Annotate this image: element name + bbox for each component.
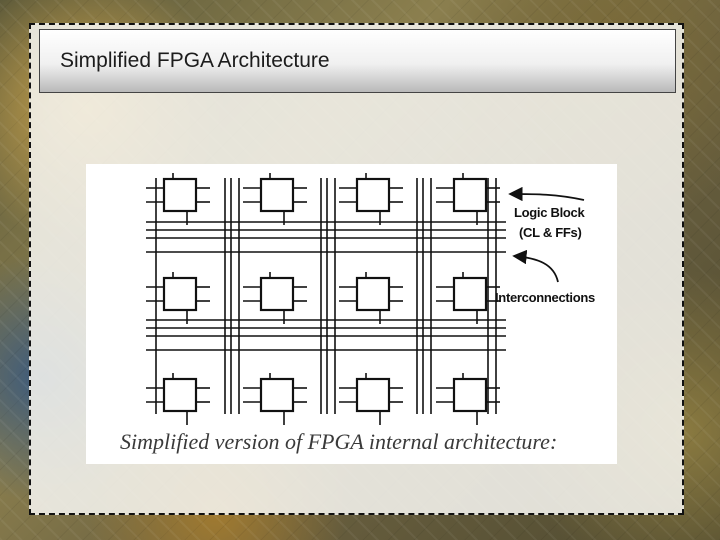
logic-block-sublabel: (CL & FFs) — [519, 225, 582, 240]
fpga-figure: Logic Block (CL & FFs) Interconnections … — [86, 164, 617, 464]
logic-block — [452, 276, 488, 312]
interconnections-label: Interconnections — [495, 290, 595, 305]
slide-title: Simplified FPGA Architecture — [60, 49, 330, 72]
logic-block — [162, 177, 198, 213]
logic-block-label: Logic Block — [514, 205, 585, 220]
interconnect-wires — [146, 173, 506, 425]
logic-block — [452, 177, 488, 213]
logic-block — [259, 377, 295, 413]
logic-block — [162, 377, 198, 413]
logic-block — [355, 276, 391, 312]
figure-caption: Simplified version of FPGA internal arch… — [120, 429, 558, 454]
interconnect-arrow — [512, 249, 559, 283]
logic-block — [452, 377, 488, 413]
logic-block — [355, 177, 391, 213]
title-bar: Simplified FPGA Architecture — [39, 29, 676, 93]
logic-block-arrow — [508, 186, 585, 202]
logic-block — [162, 276, 198, 312]
logic-block — [355, 377, 391, 413]
logic-block — [259, 276, 295, 312]
logic-block — [259, 177, 295, 213]
fpga-diagram — [146, 173, 585, 425]
logic-blocks — [162, 177, 488, 413]
